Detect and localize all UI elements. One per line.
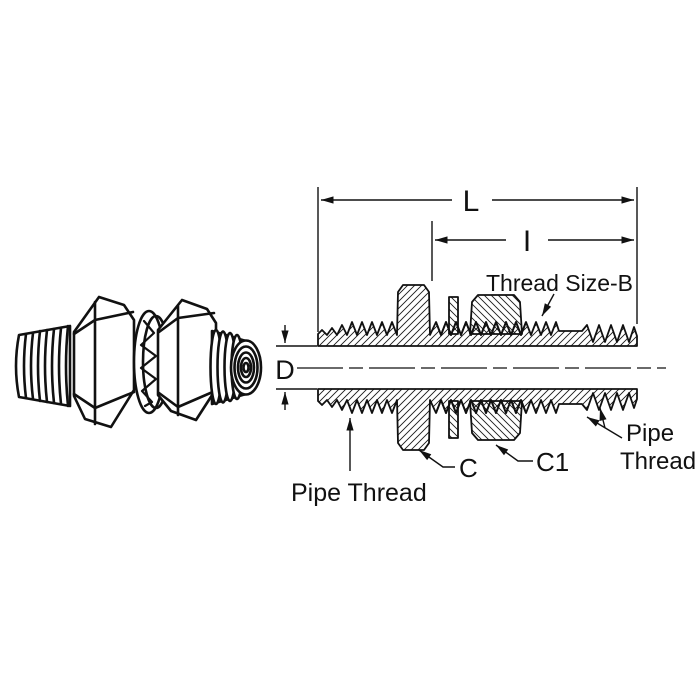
label-pipe-thread-right-1: Pipe (626, 420, 674, 447)
iso-left-stud (14, 324, 72, 408)
thread-profile-overlay-upper (435, 321, 527, 336)
dimensions (276, 187, 638, 471)
thread-profile-overlay-lower (435, 399, 527, 414)
label-pipe-thread-left: Pipe Thread (291, 479, 427, 507)
dimension-D (276, 325, 317, 410)
iso-hex-nut-2 (156, 298, 218, 422)
leader-c (418, 449, 455, 468)
leader-c1 (495, 444, 533, 462)
section-view (297, 284, 666, 451)
label-thread-size: Thread Size-B (486, 270, 633, 296)
isometric-view (14, 295, 263, 429)
label-locknut-c1: C1 (536, 447, 569, 477)
label-pipe-thread-right-2: Thread (620, 448, 696, 475)
iso-hex-nut-1 (72, 295, 136, 429)
annotation-labels: L I Thread Size-B D C C1 Pipe Thread Pip… (275, 185, 696, 507)
leader-thread-size-b (541, 293, 555, 317)
leader-pipe-thread-right-b (599, 407, 607, 429)
label-intermediate-length: I (523, 225, 531, 258)
iso-right-stud (209, 328, 263, 406)
label-overall-length: L (463, 185, 480, 218)
label-locknut-c: C (459, 453, 478, 483)
label-bore-diameter: D (275, 355, 295, 385)
